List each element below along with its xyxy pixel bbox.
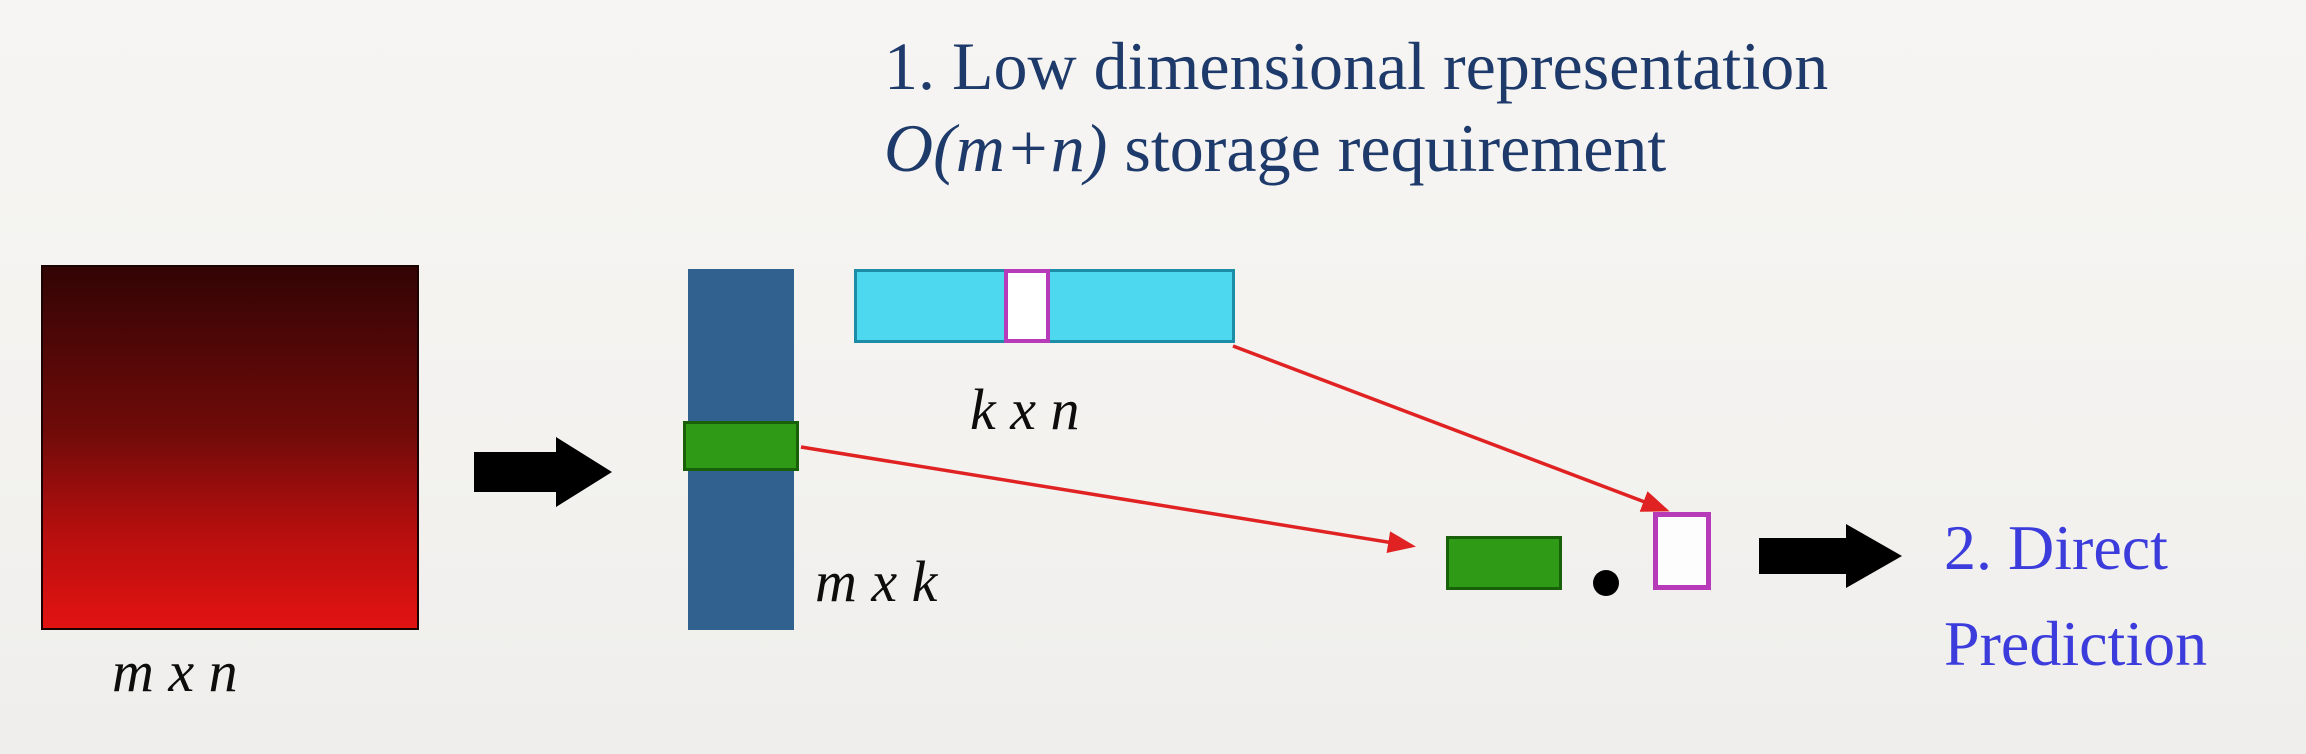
dot-operator-icon bbox=[1593, 570, 1619, 596]
title-block: 1. Low dimensional representation O(m+n)… bbox=[884, 26, 1828, 189]
arrow-right-icon bbox=[474, 437, 612, 507]
red-arrow-cyan-to-result bbox=[1232, 344, 1670, 512]
label-kxn: k x n bbox=[970, 377, 1080, 442]
direct-prediction-label: 2. Direct Prediction bbox=[1944, 500, 2207, 692]
storage-requirement-text: storage requirement bbox=[1107, 109, 1667, 186]
direct-prediction-line-2: Prediction bbox=[1944, 608, 2208, 679]
title-line-2: O(m+n) storage requirement bbox=[884, 108, 1828, 190]
arrow-right-icon bbox=[1759, 524, 1902, 588]
storage-complexity-term: O(m+n) bbox=[884, 109, 1108, 186]
matrix-mxn bbox=[41, 265, 419, 630]
title-line-1: 1. Low dimensional representation bbox=[884, 28, 1829, 104]
label-mxn: m x n bbox=[112, 639, 238, 704]
magenta-result-block bbox=[1653, 512, 1711, 590]
red-arrow-green-to-result bbox=[800, 445, 1416, 554]
magenta-column-slot bbox=[1004, 269, 1050, 343]
green-row-block bbox=[683, 421, 799, 471]
green-result-block bbox=[1446, 536, 1562, 590]
direct-prediction-line-1: 2. Direct bbox=[1944, 512, 2168, 583]
label-mxk: m x k bbox=[815, 549, 938, 614]
